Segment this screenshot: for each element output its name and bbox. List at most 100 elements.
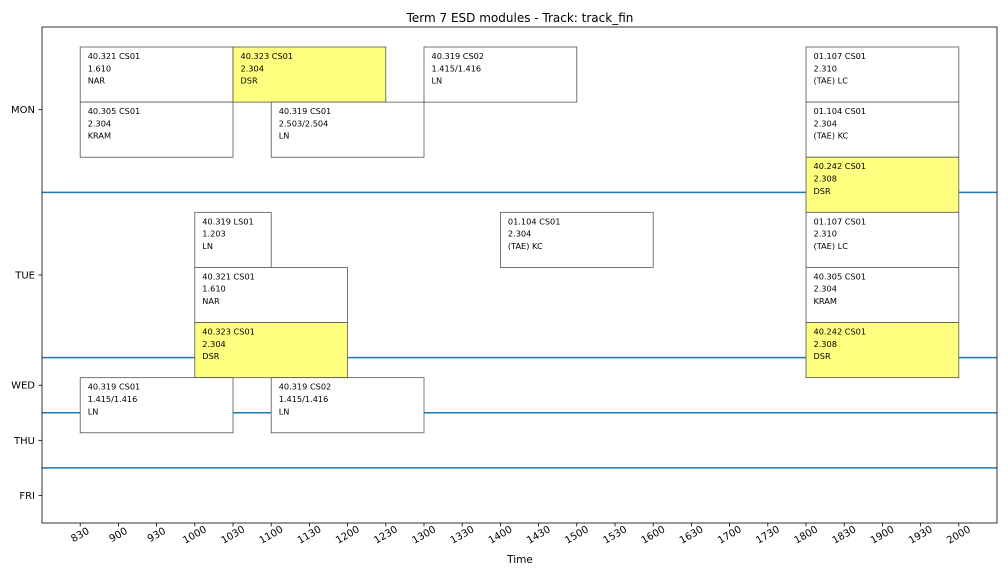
event-course: 40.319 CS02 (432, 51, 485, 61)
event-rect (270, 101, 425, 158)
event-course: 40.242 CS01 (814, 327, 867, 337)
x-tick-label: 1500 (563, 524, 591, 546)
event-instructor: LN (432, 76, 443, 86)
event-course: 40.319 LS01 (202, 216, 253, 226)
event-room: 2.304 (508, 229, 531, 239)
event-instructor: KRAM (814, 296, 837, 306)
event-instructor: (TAE) KC (814, 131, 849, 141)
event-rect (270, 377, 425, 434)
x-tick-label: 900 (108, 526, 130, 545)
event-instructor: (TAE) LC (814, 76, 849, 86)
x-tick-label: 1800 (792, 524, 820, 546)
event-course: 40.319 CS01 (279, 106, 332, 116)
event-room: 2.304 (88, 118, 111, 128)
event-instructor: LN (279, 406, 290, 416)
event-rect (499, 211, 654, 268)
chart-title: Term 7 ESD modules - Track: track_fin (406, 11, 634, 25)
x-tick-label: 1600 (640, 524, 668, 546)
event-instructor: DSR (202, 351, 220, 361)
event-instructor: LN (202, 241, 213, 251)
day-label: WED (11, 381, 35, 392)
x-tick-label: 1430 (525, 524, 553, 546)
event-rect (79, 377, 234, 434)
x-tick-label: 1730 (754, 524, 782, 546)
event-course: 40.305 CS01 (814, 271, 867, 281)
x-tick-label: 1300 (410, 524, 438, 546)
day-label: MON (11, 105, 35, 116)
x-tick-label: 1100 (258, 524, 286, 546)
day-label: TUE (14, 271, 35, 282)
event-instructor: (TAE) KC (508, 241, 543, 251)
event-rect (79, 46, 234, 103)
event-room: 1.203 (202, 229, 225, 239)
event-rect (805, 156, 960, 213)
event-rect (805, 322, 960, 379)
x-tick-label: 1130 (296, 524, 324, 546)
event-rect (805, 101, 960, 158)
event-rect (423, 46, 578, 103)
event-course: 01.107 CS01 (814, 51, 867, 61)
event-course: 40.323 CS01 (241, 51, 294, 61)
x-tick-label: 1830 (831, 524, 859, 546)
event-rect (805, 211, 960, 268)
event-course: 40.319 CS01 (88, 382, 141, 392)
x-tick-label: 1700 (716, 524, 744, 546)
event-room: 2.310 (814, 63, 837, 73)
x-tick-label: 1030 (219, 524, 247, 546)
event-instructor: KRAM (88, 131, 111, 141)
event-instructor: (TAE) LC (814, 241, 849, 251)
event-course: 40.242 CS01 (814, 161, 867, 171)
day-label: THU (13, 436, 35, 447)
x-tick-label: 1330 (449, 524, 477, 546)
event-room: 2.304 (814, 284, 837, 294)
event-rect (194, 211, 272, 268)
event-instructor: DSR (241, 76, 259, 86)
event-room: 2.503/2.504 (279, 118, 329, 128)
event-room: 1.415/1.416 (279, 394, 329, 404)
event-room: 2.308 (814, 174, 837, 184)
x-tick-label: 1900 (869, 524, 897, 546)
x-tick-label: 1400 (487, 524, 515, 546)
event-instructor: NAR (88, 76, 106, 86)
x-tick-label: 1230 (372, 524, 400, 546)
x-tick-label: 1630 (678, 524, 706, 546)
event-rect (79, 101, 234, 158)
event-course: 40.323 CS01 (202, 327, 255, 337)
x-tick-label: 1530 (601, 524, 629, 546)
event-rect (805, 46, 960, 103)
x-tick-label: 2000 (945, 524, 973, 546)
plot-frame (41, 26, 998, 524)
event-instructor: LN (279, 131, 290, 141)
x-tick-label: 1000 (181, 524, 209, 546)
event-room: 2.308 (814, 339, 837, 349)
event-room: 2.304 (241, 63, 264, 73)
event-course: 01.104 CS01 (814, 106, 867, 116)
event-rect (194, 267, 349, 323)
event-room: 1.415/1.416 (432, 63, 482, 73)
day-label: FRI (19, 491, 35, 502)
x-axis-label: Time (506, 554, 533, 566)
event-instructor: LN (88, 406, 99, 416)
event-room: 1.415/1.416 (88, 394, 138, 404)
event-room: 2.310 (814, 229, 837, 239)
y-axis-day-labels: MON TUE WED THU FRI (11, 105, 42, 502)
x-tick-label: 1200 (334, 524, 362, 546)
